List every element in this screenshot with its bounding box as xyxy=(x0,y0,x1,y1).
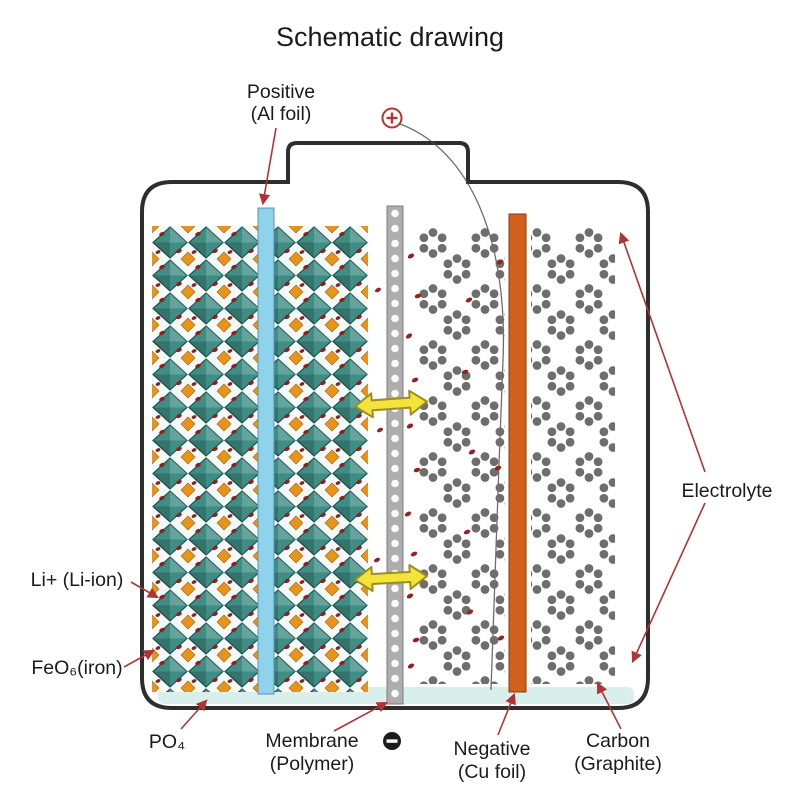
li-ion-flow-arrow-bottom xyxy=(354,564,428,592)
figure-title: Schematic drawing xyxy=(276,22,504,52)
pointer-membrane xyxy=(333,701,388,732)
membrane-bar xyxy=(386,205,404,705)
label-carbon-line2: (Graphite) xyxy=(574,753,662,775)
pointer-po4 xyxy=(180,699,208,730)
label-po4: PO₄ xyxy=(149,731,185,753)
pointer-electrolyte-bottom xyxy=(631,502,706,664)
cathode-crystals-left xyxy=(152,226,258,692)
graphite-region-left xyxy=(419,228,505,684)
li-ion-dots xyxy=(374,253,505,669)
label-membrane-line1: Membrane xyxy=(265,730,358,752)
label-li-ion: Li+ (Li-ion) xyxy=(31,569,124,591)
pointer-li-ion xyxy=(130,581,159,599)
li-ion-flow-arrow-top xyxy=(354,389,428,419)
pointer-positive xyxy=(259,127,277,206)
label-positive-line2: (Al foil) xyxy=(251,103,312,125)
label-feo6: FeO₆(iron) xyxy=(31,657,122,679)
label-negative-line1: Negative xyxy=(454,738,531,760)
label-membrane-line2: (Polymer) xyxy=(270,753,355,775)
pointer-electrolyte-top xyxy=(618,231,706,473)
minus-terminal-icon xyxy=(383,732,401,750)
label-electrolyte: Electrolyte xyxy=(681,480,772,502)
label-negative-line2: (Cu foil) xyxy=(458,761,526,783)
label-carbon-line1: Carbon xyxy=(586,730,650,752)
label-pointers xyxy=(123,127,706,736)
label-positive-line1: Positive xyxy=(247,81,315,103)
al-foil-bar xyxy=(257,207,275,695)
cathode-crystals-right xyxy=(274,226,368,692)
pointer-carbon xyxy=(596,682,622,730)
pointer-feo6 xyxy=(123,649,155,668)
graphite-region-right xyxy=(531,228,615,684)
cu-foil-bar xyxy=(508,213,527,693)
plus-terminal-icon xyxy=(381,107,403,129)
pointer-negative xyxy=(497,692,516,736)
